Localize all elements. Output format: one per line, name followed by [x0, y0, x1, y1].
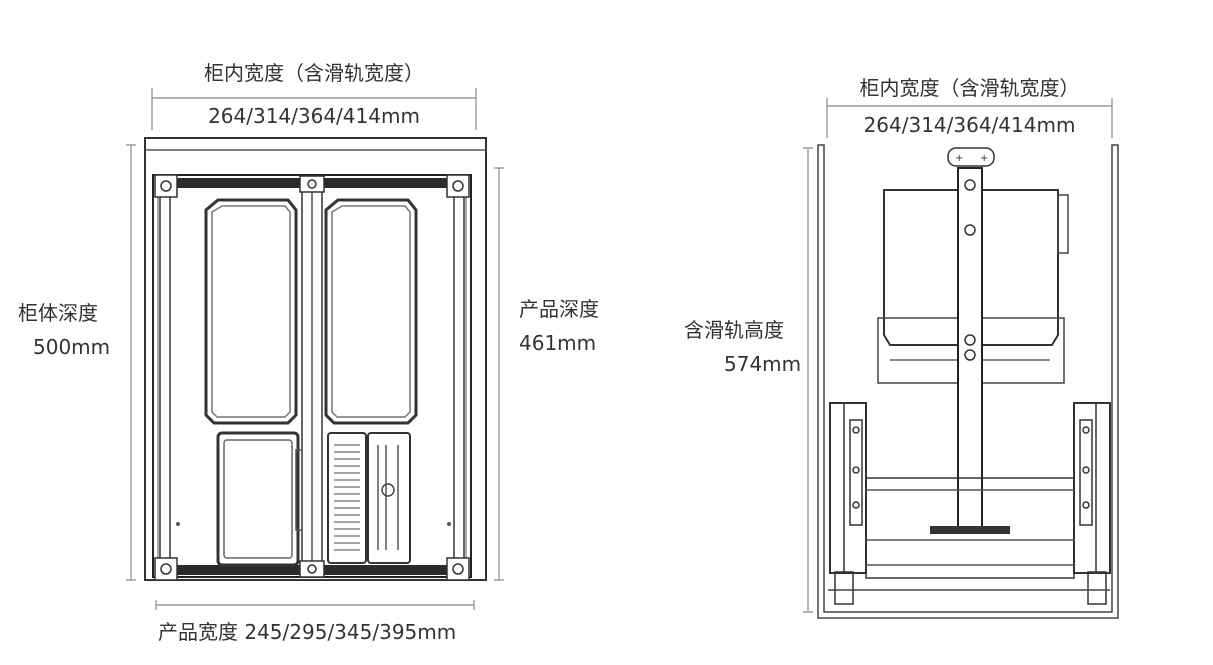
svg-text:+: +: [955, 153, 963, 164]
product-depth-dimension-line: [494, 167, 504, 581]
bottom-frame: [865, 477, 1075, 579]
side-view-inner-width-title: 柜内宽度（含滑轨宽度）: [859, 76, 1080, 100]
svg-text:+: +: [980, 153, 988, 164]
upper-right-basket: [324, 198, 418, 425]
side-view-inner-width-value: 264/314/364/414mm: [863, 113, 1076, 137]
lower-left-bin: [216, 431, 300, 567]
cabinet-depth-value: 500mm: [33, 335, 111, 359]
rail-height-title: 含滑轨高度: [684, 318, 784, 342]
top-view-inner-width-value: 264/314/364/414mm: [208, 104, 420, 128]
upper-right-bin-side: [981, 189, 1059, 346]
top-view-inner-width-title: 柜内宽度（含滑轨宽度）: [204, 61, 424, 85]
product-width-label: 产品宽度 245/295/345/395mm: [158, 620, 457, 644]
product-depth-title: 产品深度: [519, 297, 599, 321]
cabinet-side-walls: [817, 144, 1119, 619]
product-width-dimension-line: [155, 600, 475, 610]
top-handle: [947, 147, 995, 167]
cabinet-depth-title: 柜体深度: [18, 301, 98, 325]
cabinet-outline: [144, 137, 487, 581]
height-dimension-line: [803, 147, 813, 613]
lower-right-bin-a: [327, 432, 367, 564]
top-view-drawing: [126, 88, 504, 610]
upper-left-bin-side: [883, 189, 959, 346]
lower-right-bin-b: [367, 432, 411, 564]
rail-height-value: 574mm: [724, 352, 802, 376]
slide-rail-left: [829, 402, 867, 605]
inner-width-dimension-line: [151, 88, 477, 130]
cabinet-depth-dimension-line: [126, 144, 136, 581]
side-view-drawing: + +: [803, 98, 1119, 619]
side-inner-width-dimension-line: [826, 98, 1113, 138]
corner-clips: [154, 174, 470, 581]
slide-rail-right: [1073, 402, 1111, 605]
product-depth-value: 461mm: [519, 331, 597, 355]
upper-left-basket: [204, 198, 298, 425]
